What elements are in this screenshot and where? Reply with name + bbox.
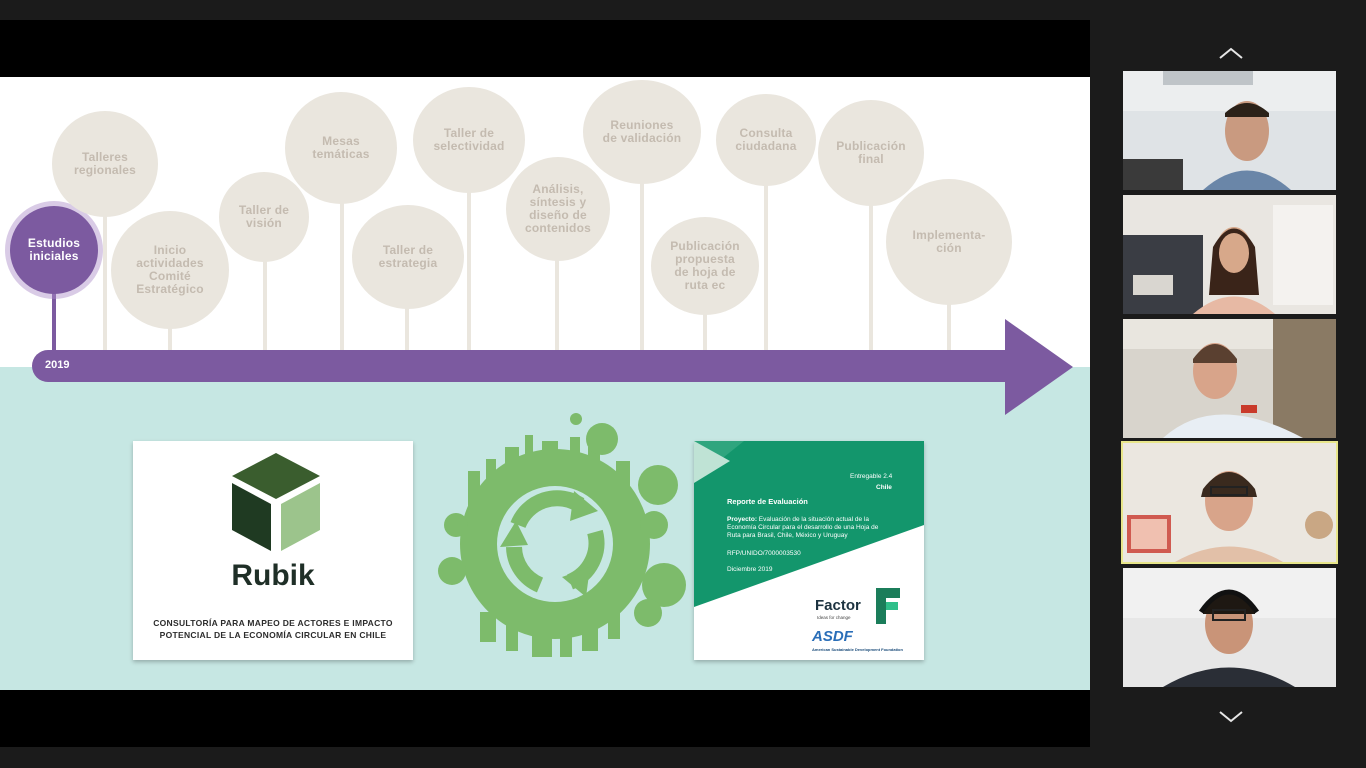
milestone-label: Análisis, síntesis y diseño de contenido… bbox=[524, 182, 591, 235]
milestone-reuniones-validacion: Reuniones de validación bbox=[583, 80, 701, 184]
milestone-talleres-regionales: Talleres regionales bbox=[52, 111, 158, 217]
milestone-taller-vision: Taller de visión bbox=[219, 172, 309, 262]
milestone-publicacion-propuesta: Publicación propuesta de hoja de ruta ec bbox=[651, 217, 759, 315]
milestone-stem bbox=[640, 177, 644, 352]
milestone-stem bbox=[947, 287, 951, 352]
report-project-label: Proyecto: bbox=[727, 516, 757, 523]
factor-logo-mark bbox=[876, 588, 900, 624]
report-deliverable: Entregable 2.4 bbox=[850, 473, 893, 480]
milestone-stem bbox=[168, 322, 172, 352]
milestone-taller-selectividad: Taller de selectividad bbox=[413, 87, 525, 193]
chevron-up-icon[interactable] bbox=[1218, 42, 1244, 64]
rubik-cube-logo bbox=[232, 453, 320, 551]
participant-video-2[interactable] bbox=[1123, 195, 1336, 314]
milestone-label: Estudios iniciales bbox=[27, 236, 81, 263]
milestone-stem bbox=[467, 187, 471, 352]
participant-video-frame bbox=[1123, 71, 1336, 190]
report-title: Reporte de Evaluación bbox=[727, 497, 808, 506]
milestone-label: Publicación propuesta de hoja de ruta ec bbox=[670, 239, 740, 292]
factor-logo: Factor bbox=[815, 597, 861, 614]
milestone-label: Taller de visión bbox=[238, 203, 290, 230]
milestone-stem bbox=[340, 192, 344, 352]
milestone-label: Implementa- ción bbox=[912, 228, 986, 255]
timeline-arrow-head bbox=[1005, 319, 1073, 415]
chevron-down-icon[interactable] bbox=[1218, 706, 1244, 728]
report-reference: RFP/UNIDO/7000003530 bbox=[727, 550, 801, 557]
milestone-stem bbox=[263, 257, 267, 352]
milestone-analisis: Análisis, síntesis y diseño de contenido… bbox=[506, 157, 610, 261]
milestone-estudios-iniciales: Estudios iniciales bbox=[10, 206, 98, 294]
milestone-inicio-actividades: Inicio actividades Comité Estratégico bbox=[111, 211, 229, 329]
milestone-label: Talleres regionales bbox=[73, 150, 137, 177]
milestone-label: Consulta ciudadana bbox=[735, 126, 797, 153]
asdf-tagline: American Sustainable Development Foundat… bbox=[812, 647, 903, 652]
milestone-label: Reuniones de validación bbox=[602, 118, 682, 145]
rubik-report-card: Rubik CONSULTORÍA PARA MAPEO DE ACTORES … bbox=[133, 441, 413, 660]
timeline-year: 2019 bbox=[45, 359, 70, 371]
rubik-logo-text: Rubik bbox=[231, 559, 315, 592]
report-project: Proyecto: Evaluación de la situación act… bbox=[727, 516, 887, 540]
milestone-publicacion-final: Publicación final bbox=[818, 100, 924, 206]
participant-video-frame bbox=[1123, 319, 1336, 438]
milestone-label: Mesas temáticas bbox=[312, 134, 370, 161]
circular-economy-illustration bbox=[438, 413, 686, 657]
milestone-label: Taller de estrategia bbox=[378, 243, 438, 270]
rubik-caption: CONSULTORÍA PARA MAPEO DE ACTORES E IMPA… bbox=[153, 618, 393, 640]
milestone-stem bbox=[103, 207, 107, 352]
milestone-stem bbox=[405, 302, 409, 352]
presentation-slide: Estudios iniciales Talleres regionales I… bbox=[0, 77, 1090, 690]
milestone-stem bbox=[555, 252, 559, 352]
milestone-label: Publicación final bbox=[836, 139, 906, 166]
timeline-arrow-shaft bbox=[32, 350, 1022, 382]
milestone-implementacion: Implementa- ción bbox=[886, 179, 1012, 305]
participant-video-3[interactable] bbox=[1123, 319, 1336, 438]
milestone-stem bbox=[52, 287, 56, 352]
milestone-stem bbox=[764, 177, 768, 352]
participant-video-frame bbox=[1123, 568, 1336, 687]
participant-video-1[interactable] bbox=[1123, 71, 1336, 190]
milestone-stem bbox=[703, 307, 707, 352]
asdf-logo: ASDF bbox=[812, 628, 853, 645]
milestone-label: Inicio actividades Comité Estratégico bbox=[136, 243, 204, 296]
milestone-taller-estrategia: Taller de estrategia bbox=[352, 205, 464, 309]
participant-video-4-active-speaker[interactable] bbox=[1121, 441, 1338, 564]
participant-video-frame bbox=[1123, 443, 1336, 562]
participant-video-5[interactable] bbox=[1123, 568, 1336, 687]
factor-tagline: Ideas for change bbox=[817, 615, 851, 620]
report-cover-shapes bbox=[694, 441, 924, 607]
report-date: Diciembre 2019 bbox=[727, 566, 773, 573]
milestone-label: Taller de selectividad bbox=[433, 126, 505, 153]
report-country: Chile bbox=[876, 484, 892, 491]
milestone-consulta-ciudadana: Consulta ciudadana bbox=[716, 94, 816, 186]
milestone-stem bbox=[869, 197, 873, 352]
evaluation-report-cover: Entregable 2.4 Chile Reporte de Evaluaci… bbox=[694, 441, 924, 660]
milestone-mesas-tematicas: Mesas temáticas bbox=[285, 92, 397, 204]
report-project-text: Evaluación de la situación actual de la … bbox=[727, 516, 879, 539]
participant-video-frame bbox=[1123, 195, 1336, 314]
